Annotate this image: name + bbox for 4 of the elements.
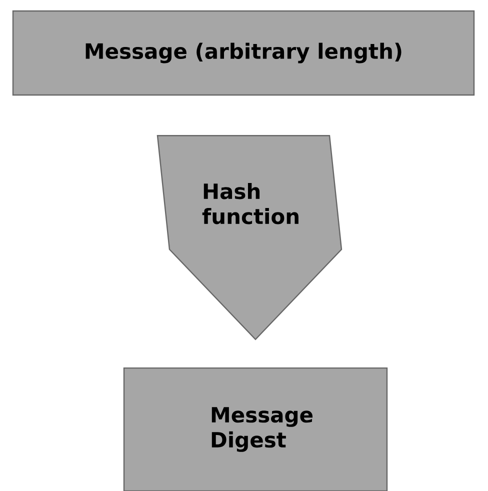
block-arrow (156, 135, 342, 340)
process-box: Message Digest (123, 367, 388, 491)
process-box: Message (arbitrary length) (12, 10, 475, 96)
edge-label: Hash function (202, 182, 298, 224)
